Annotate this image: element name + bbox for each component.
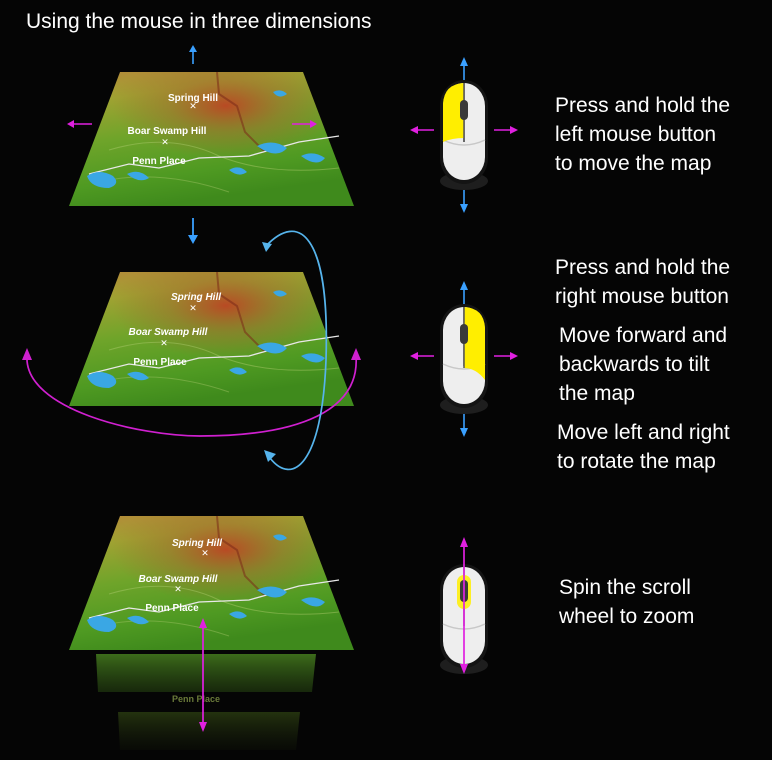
mouse-right-button-icon [410,281,518,437]
caption-line: Spin the scroll [559,576,691,599]
caption-line: Move left and right [557,421,730,444]
caption-line: right mouse button [555,285,729,308]
hill-marker-icon: ✕ [174,585,182,595]
caption-line: Move forward and [559,324,728,347]
caption-tilt: Move forward and backwards to tilt the m… [559,321,727,408]
map-zoom: Penn Place Spring Hill Boar Swamp Hill P… [68,515,355,750]
map-label-hill: Boar Swamp Hill [129,327,208,338]
page-title: Using the mouse in three dimensions [26,10,372,33]
caption-right-hold: Press and hold the right mouse button [555,253,730,311]
hill-marker-icon: ✕ [161,138,169,148]
map-label-peak: Spring Hill [172,538,222,549]
mouse-left-button-icon [410,57,518,213]
caption-line: backwards to tilt [559,353,710,376]
map-label-place: Penn Place [133,357,187,368]
caption-line: to move the map [555,152,712,175]
peak-marker-icon: ✕ [189,102,197,112]
map-label-hill: Boar Swamp Hill [139,574,218,585]
rotate-arrow-icon [22,348,361,437]
zoom-arrow-icon [199,618,207,732]
pan-arrows [67,45,317,128]
caption-line: wheel to zoom [559,605,695,628]
map-label-peak: Spring Hill [171,292,221,303]
caption-line: Press and hold the [555,94,731,117]
map-label-peak: Spring Hill [168,93,218,104]
caption-line: the map [559,382,635,405]
caption-line: Press and hold the [555,256,731,279]
peak-marker-icon: ✕ [189,304,197,314]
tilt-arrow-icon [262,230,328,471]
map-label-place-faded: Penn Place [172,694,220,704]
map-move: Spring Hill Boar Swamp Hill Penn Place ✕… [68,71,355,207]
caption-rotate: Move left and right to rotate the map [557,418,730,476]
caption-line: left mouse button [555,123,717,146]
mouse-scroll-wheel-icon [439,537,489,675]
peak-marker-icon: ✕ [201,549,209,559]
map-label-hill: Boar Swamp Hill [128,126,207,137]
map-label-place: Penn Place [145,603,199,614]
caption-line: to rotate the map [557,450,716,473]
caption-zoom: Spin the scroll wheel to zoom [559,573,694,631]
map-tilt-rotate: Spring Hill Boar Swamp Hill Penn Place ✕… [68,271,355,407]
down-arrow-icon [188,218,198,244]
hill-marker-icon: ✕ [160,339,168,349]
map-label-place: Penn Place [132,156,186,167]
caption-move: Press and hold the left mouse button to … [555,91,730,178]
